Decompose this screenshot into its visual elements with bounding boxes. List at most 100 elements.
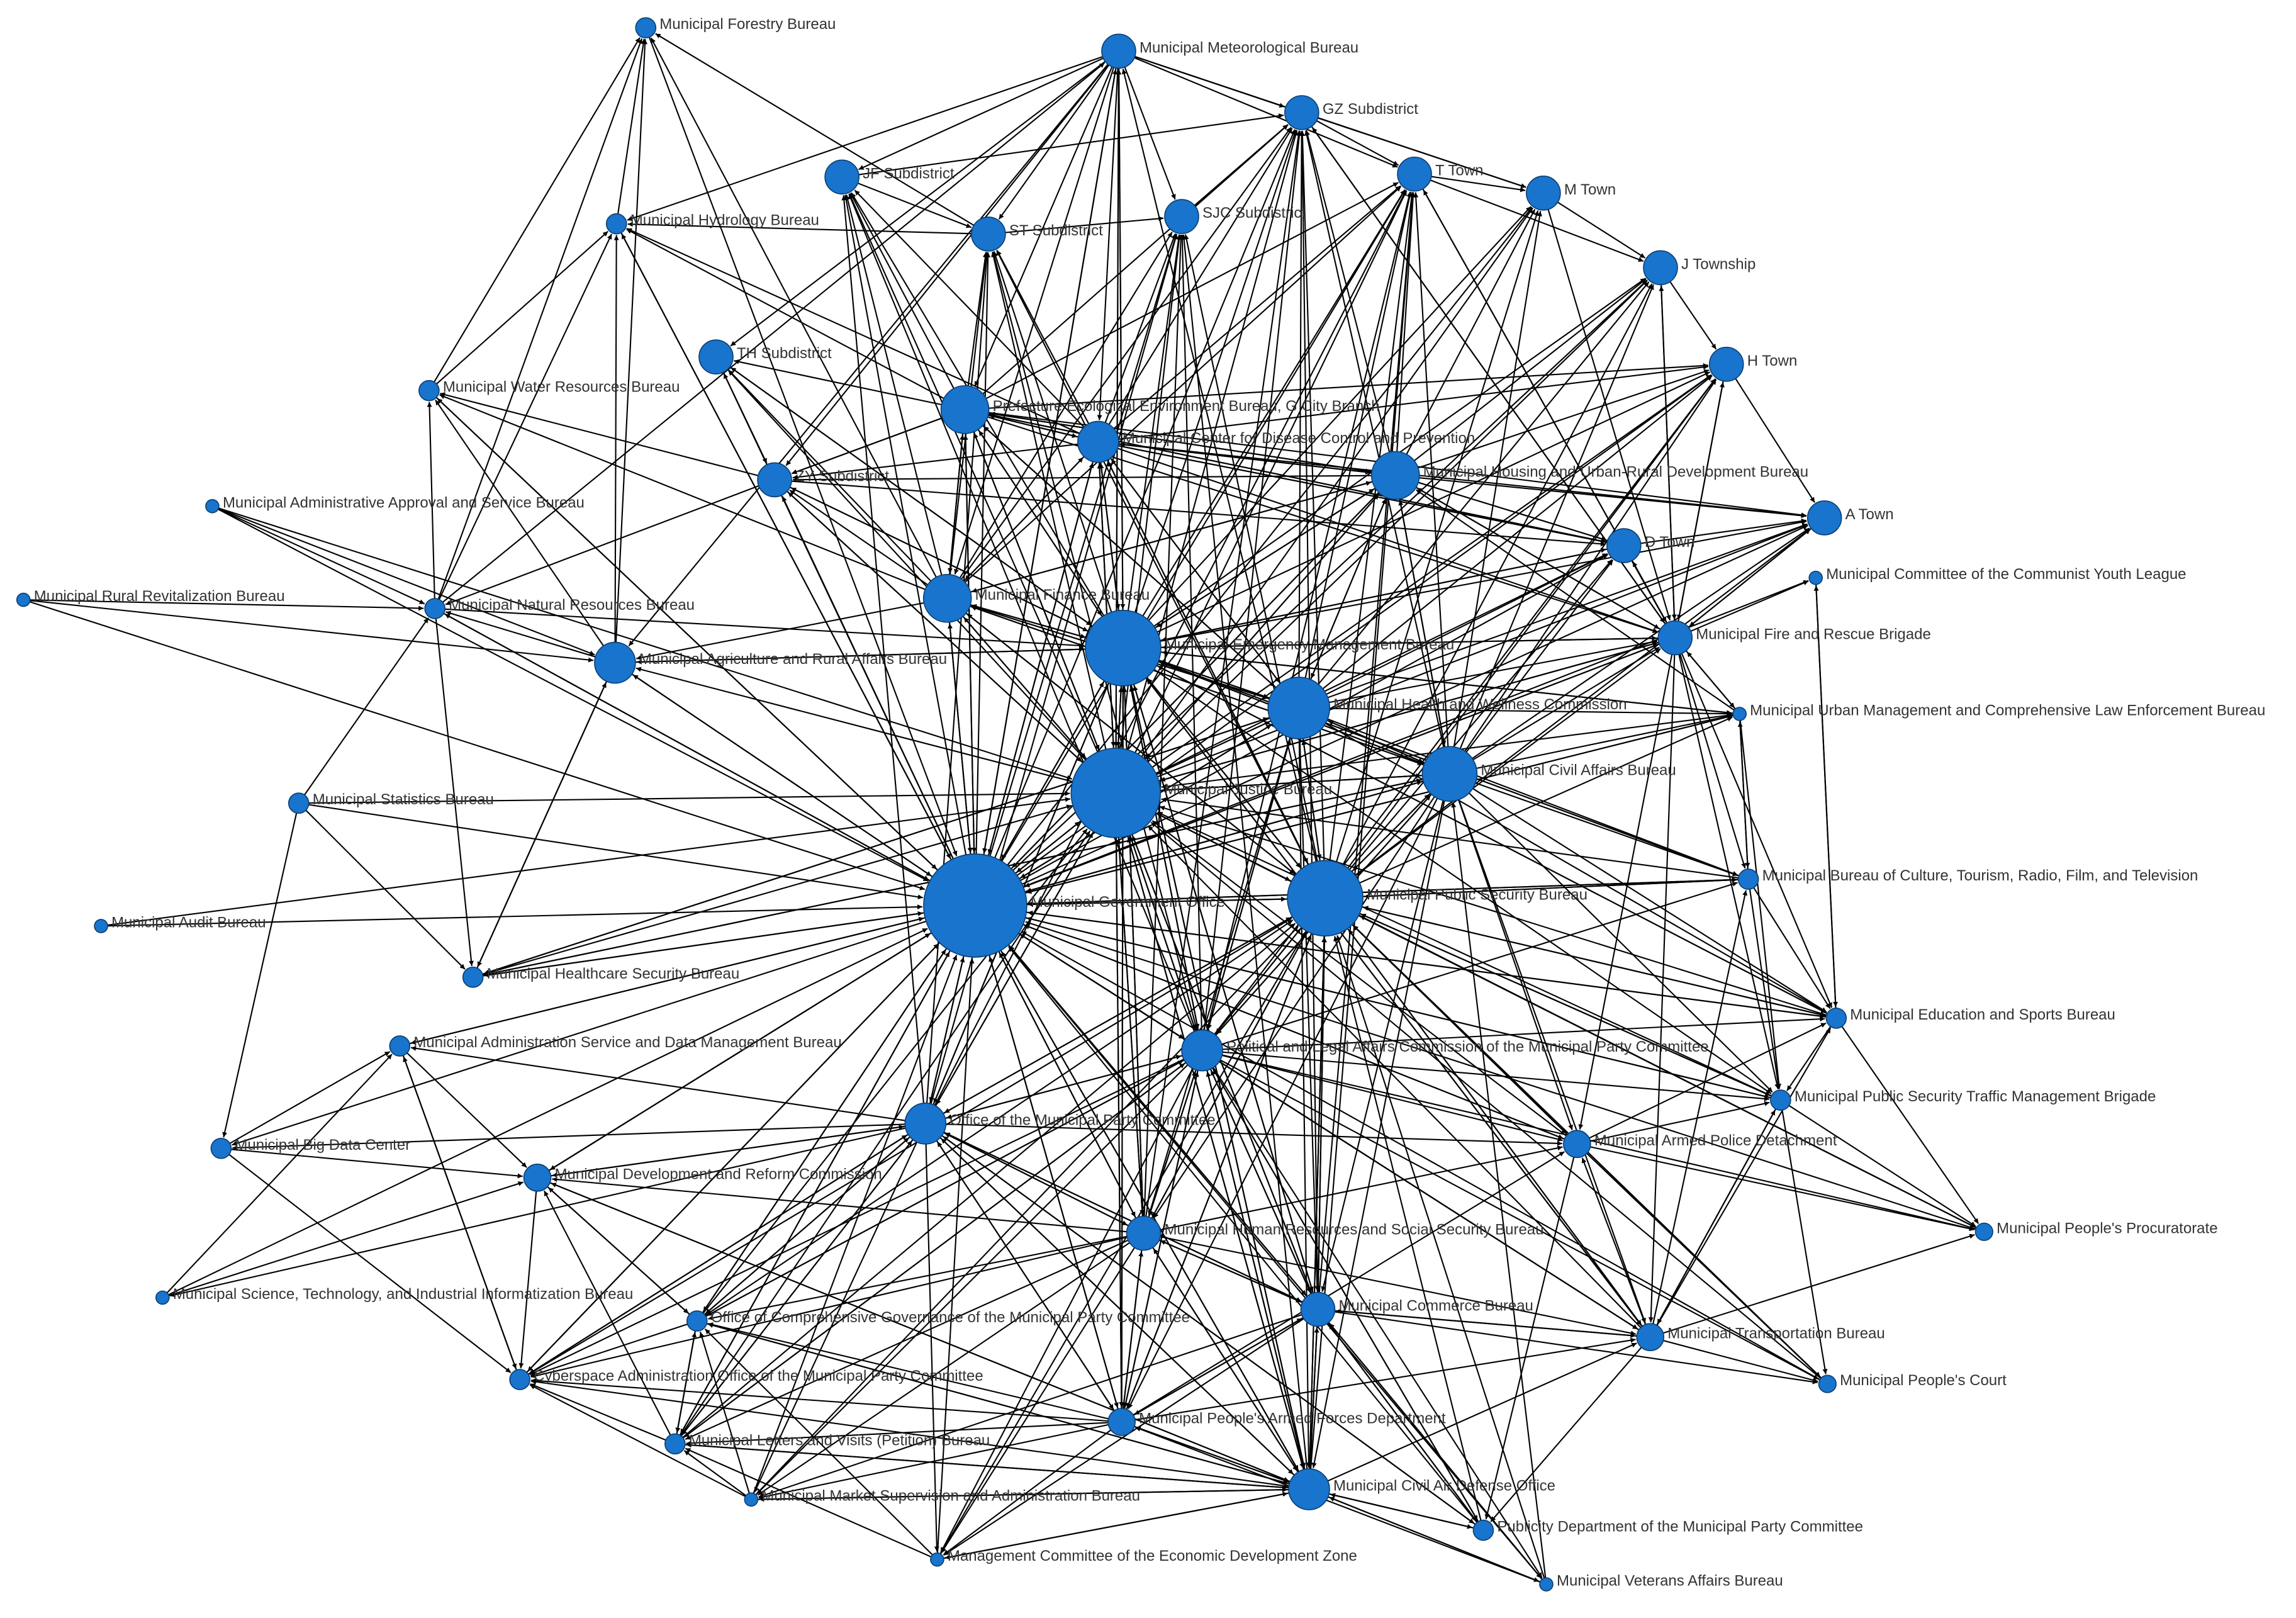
node-label-youth: Municipal Committee of the Communist You… — [1826, 566, 2186, 583]
edge-admin_approval-to-agri — [218, 508, 595, 656]
edge-petition-to-devreform — [543, 1190, 671, 1435]
node-cyber[interactable] — [509, 1369, 530, 1390]
node-j[interactable] — [1643, 250, 1678, 286]
node-justice[interactable] — [1070, 748, 1162, 838]
edge-pla-to-court — [1219, 1059, 1819, 1380]
node-party_office[interactable] — [904, 1102, 947, 1145]
node-label-gz: GZ Subdistrict — [1323, 101, 1418, 118]
node-finance[interactable] — [922, 573, 972, 623]
node-civil[interactable] — [1421, 746, 1478, 802]
node-label-civil: Municipal Civil Affairs Bureau — [1481, 762, 1676, 779]
node-youth[interactable] — [1808, 570, 1823, 585]
node-gov[interactable] — [923, 853, 1028, 958]
node-t[interactable] — [1397, 156, 1432, 192]
node-procuratorate[interactable] — [1974, 1222, 1993, 1241]
edge-econzone-to-petition — [685, 1447, 932, 1558]
node-hr[interactable] — [1126, 1215, 1162, 1251]
edge-civil-to-health — [1328, 720, 1425, 764]
node-gz[interactable] — [1284, 95, 1319, 130]
edge-emergency-to-m — [1148, 206, 1532, 621]
node-m[interactable] — [1526, 176, 1561, 211]
node-pla[interactable] — [1181, 1029, 1223, 1072]
edge-civil-to-m — [1453, 211, 1542, 747]
edge-security-to-st — [996, 250, 1309, 865]
node-audit[interactable] — [94, 919, 108, 933]
node-forestry[interactable] — [635, 17, 657, 38]
edge-health-to-d — [1326, 553, 1608, 695]
edge-armed_police-to-procuratorate — [1590, 1146, 1975, 1232]
node-court[interactable] — [1818, 1374, 1837, 1393]
edge-emergency-to-pla — [1129, 685, 1200, 1030]
node-publicity[interactable] — [1472, 1519, 1494, 1541]
node-admin_data[interactable] — [389, 1035, 411, 1057]
edge-agri-to-natural — [445, 610, 596, 658]
edge-security-to-health — [1301, 739, 1321, 862]
edge-court-to-justice — [1150, 821, 1822, 1379]
edge-security-to-civil — [1351, 794, 1430, 872]
edge-health-to-culture — [1327, 718, 1739, 876]
node-agri[interactable] — [594, 641, 636, 684]
edge-finance-to-jf — [845, 194, 943, 576]
node-security[interactable] — [1287, 860, 1364, 937]
node-housing[interactable] — [1370, 451, 1420, 500]
edge-petition-to-cyber — [530, 1383, 666, 1441]
node-air_defense[interactable] — [1288, 1468, 1330, 1510]
node-hydro[interactable] — [605, 213, 627, 235]
edge-zy-to-justice — [787, 490, 1083, 763]
edge-finance-to-sjc — [959, 232, 1173, 578]
node-armed_police[interactable] — [1563, 1130, 1591, 1159]
edge-armed_forces-to-commerce — [1133, 1318, 1302, 1416]
edge-education-to-procuratorate — [1841, 1026, 1980, 1224]
node-d[interactable] — [1606, 528, 1642, 563]
node-culture[interactable] — [1737, 868, 1759, 890]
node-natural[interactable] — [424, 598, 445, 619]
edge-fire-to-education — [1681, 653, 1833, 1008]
node-emergency[interactable] — [1085, 609, 1162, 687]
node-st[interactable] — [971, 216, 1006, 252]
node-econzone[interactable] — [930, 1552, 944, 1567]
node-veterans[interactable] — [1539, 1577, 1554, 1592]
edge-housing-to-t — [1396, 192, 1416, 452]
node-th[interactable] — [698, 339, 734, 375]
edge-st-to-hydro — [627, 222, 972, 235]
node-eco[interactable] — [940, 385, 990, 434]
edge-justice-to-t — [1134, 190, 1408, 753]
edge-air_defense-to-hr — [1153, 1248, 1299, 1473]
node-transport[interactable] — [1636, 1323, 1665, 1351]
edge-admin_data-to-devreform — [406, 1052, 527, 1168]
node-science[interactable] — [155, 1290, 170, 1305]
node-commerce[interactable] — [1300, 1291, 1336, 1327]
node-education[interactable] — [1825, 1008, 1847, 1029]
node-market[interactable] — [744, 1492, 759, 1507]
node-traffic[interactable] — [1770, 1089, 1791, 1111]
edge-eco-to-th — [734, 359, 942, 406]
node-armed_forces[interactable] — [1107, 1408, 1136, 1436]
node-petition[interactable] — [664, 1433, 686, 1455]
node-h[interactable] — [1708, 347, 1744, 382]
node-devreform[interactable] — [523, 1163, 552, 1192]
node-label-meteo: Municipal Meteorological Bureau — [1140, 39, 1358, 56]
node-admin_approval[interactable] — [205, 499, 220, 514]
node-health[interactable] — [1267, 677, 1330, 739]
node-bigdata[interactable] — [210, 1138, 232, 1159]
edge-health-to-fire — [1329, 639, 1657, 704]
edge-science-to-devreform — [168, 1181, 524, 1296]
edge-publicity-to-party_office — [943, 1135, 1476, 1525]
edge-pla-to-culture — [1221, 882, 1738, 1045]
node-urban[interactable] — [1732, 707, 1747, 721]
node-a[interactable] — [1806, 500, 1842, 536]
node-fire[interactable] — [1657, 620, 1693, 656]
node-jf[interactable] — [824, 159, 860, 195]
node-healthcare[interactable] — [462, 967, 484, 988]
node-sjc[interactable] — [1164, 199, 1199, 234]
node-stats[interactable] — [288, 792, 310, 814]
node-governance[interactable] — [686, 1310, 708, 1332]
node-cdc[interactable] — [1077, 420, 1119, 463]
node-rural_rev[interactable] — [16, 592, 31, 607]
edge-justice-to-d — [1155, 553, 1608, 774]
node-water[interactable] — [418, 379, 440, 402]
node-zy[interactable] — [757, 462, 792, 498]
edge-justice-to-health — [1156, 721, 1270, 775]
edge-security-to-finance — [966, 613, 1296, 875]
node-meteo[interactable] — [1101, 33, 1136, 69]
